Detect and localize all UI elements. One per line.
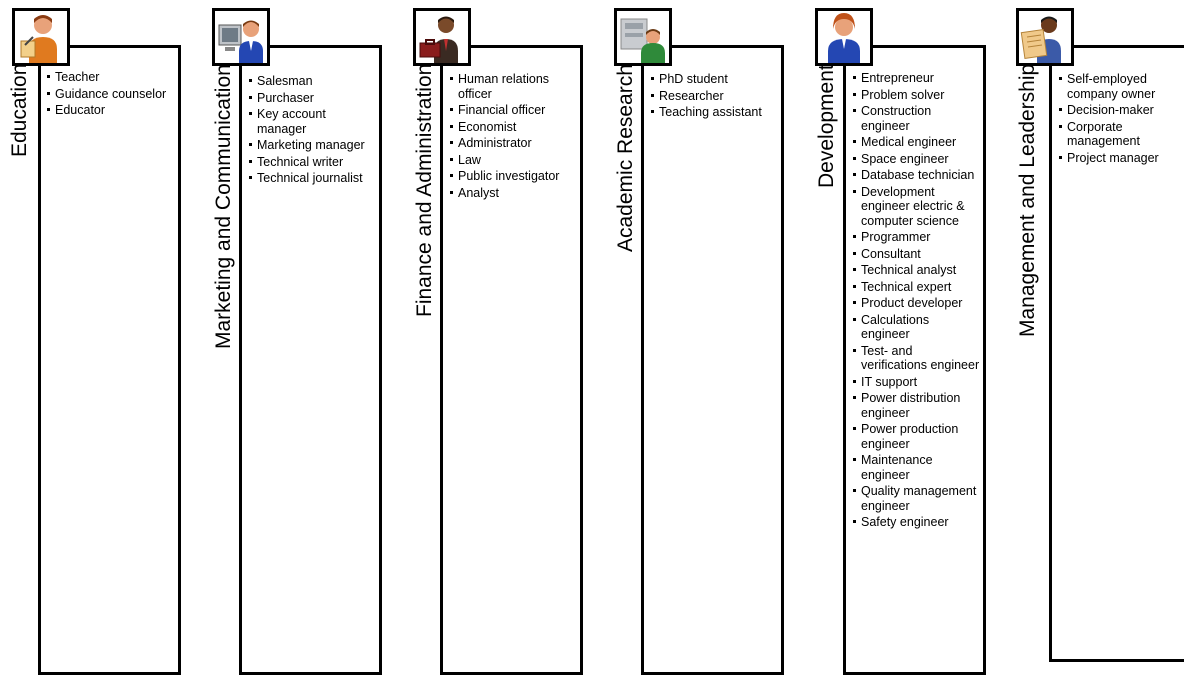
list-item: Guidance counselor <box>47 87 175 102</box>
category-label: Finance and Administration <box>413 64 436 318</box>
list-item: Power distribution engineer <box>853 391 981 420</box>
reader-newspaper-icon <box>1016 8 1074 66</box>
teacher-icon <box>12 8 70 66</box>
list-item: Educator <box>47 103 175 118</box>
category-label: Marketing and Communication <box>212 64 235 349</box>
researcher-icon <box>614 8 672 66</box>
list-item: Technical expert <box>853 280 981 295</box>
list-item: Self-employed company owner <box>1059 72 1183 101</box>
computer-user-icon <box>212 8 270 66</box>
list-item: Development engineer electric & computer… <box>853 185 981 229</box>
list-item: Database technician <box>853 168 981 183</box>
list-item: Decision-maker <box>1059 103 1183 118</box>
item-list: Salesman Purchaser Key account manager M… <box>249 74 377 188</box>
item-list: Self-employed company owner Decision-mak… <box>1059 72 1183 167</box>
list-item: Administrator <box>450 136 578 151</box>
category-label: Development <box>815 64 838 188</box>
category-box <box>239 45 382 675</box>
list-item: Teaching assistant <box>651 105 779 120</box>
list-item: Corporate management <box>1059 120 1183 149</box>
developer-icon <box>815 8 873 66</box>
list-item: PhD student <box>651 72 779 87</box>
list-item: Construction engineer <box>853 104 981 133</box>
list-item: Technical journalist <box>249 171 377 186</box>
list-item: Technical analyst <box>853 263 981 278</box>
item-list: Human relations officer Financial office… <box>450 72 578 202</box>
category-box <box>1049 45 1184 662</box>
list-item: Test- and verifications engineer <box>853 344 981 373</box>
category-box <box>843 45 986 675</box>
list-item: Calculations engineer <box>853 313 981 342</box>
list-item: Teacher <box>47 70 175 85</box>
list-item: Project manager <box>1059 151 1183 166</box>
list-item: Quality management engineer <box>853 484 981 513</box>
category-box <box>641 45 784 675</box>
list-item: Researcher <box>651 89 779 104</box>
list-item: Space engineer <box>853 152 981 167</box>
category-label: Management and Leadership <box>1016 64 1039 338</box>
list-item: Marketing manager <box>249 138 377 153</box>
businessman-briefcase-icon <box>413 8 471 66</box>
list-item: Analyst <box>450 186 578 201</box>
list-item: Programmer <box>853 230 981 245</box>
list-item: Power production engineer <box>853 422 981 451</box>
list-item: Financial officer <box>450 103 578 118</box>
list-item: Safety engineer <box>853 515 981 530</box>
list-item: Economist <box>450 120 578 135</box>
list-item: IT support <box>853 375 981 390</box>
category-label: Education <box>8 64 31 158</box>
list-item: Human relations officer <box>450 72 578 101</box>
list-item: Purchaser <box>249 91 377 106</box>
category-box <box>440 45 583 675</box>
list-item: Medical engineer <box>853 135 981 150</box>
item-list: Entrepreneur Problem solver Construction… <box>853 71 981 532</box>
list-item: Entrepreneur <box>853 71 981 86</box>
category-label: Academic Research <box>614 64 637 252</box>
item-list: PhD student Researcher Teaching assistan… <box>651 72 779 122</box>
category-box <box>38 45 181 675</box>
list-item: Consultant <box>853 247 981 262</box>
list-item: Maintenance engineer <box>853 453 981 482</box>
item-list: Teacher Guidance counselor Educator <box>47 70 175 120</box>
list-item: Key account manager <box>249 107 377 136</box>
list-item: Problem solver <box>853 88 981 103</box>
list-item: Technical writer <box>249 155 377 170</box>
list-item: Salesman <box>249 74 377 89</box>
list-item: Law <box>450 153 578 168</box>
list-item: Public investigator <box>450 169 578 184</box>
list-item: Product developer <box>853 296 981 311</box>
